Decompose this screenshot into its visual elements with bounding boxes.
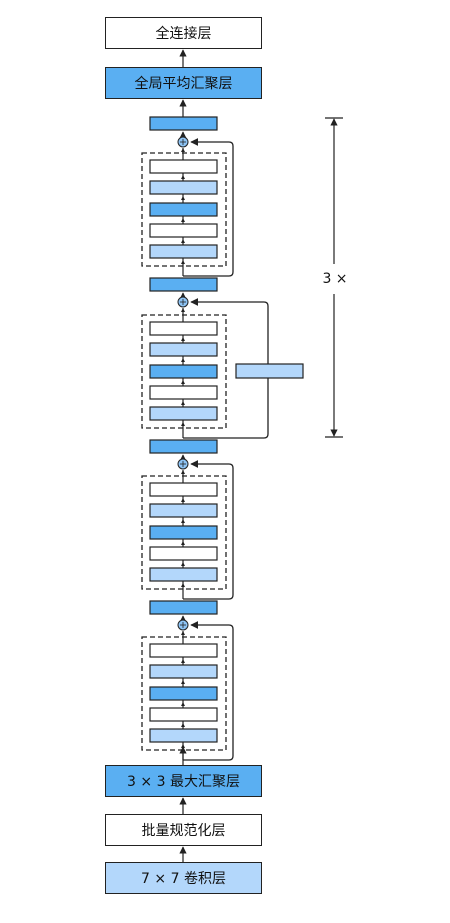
inner-arrowhead xyxy=(181,337,185,341)
block-layer xyxy=(149,728,218,743)
global-avg-pool-layer: 全局平均汇聚层 xyxy=(105,67,262,99)
transition-bar xyxy=(149,439,218,454)
transition-bar xyxy=(149,277,218,292)
inner-arrowhead xyxy=(181,631,185,635)
block-layer xyxy=(149,482,218,497)
projection-conv-1x1 xyxy=(235,363,304,379)
transition-bar xyxy=(149,600,218,615)
inner-arrowhead xyxy=(181,498,185,502)
inner-arrowhead xyxy=(181,541,185,545)
inner-arrowhead xyxy=(181,308,185,312)
inner-arrowhead xyxy=(181,422,185,426)
block-layer xyxy=(149,664,218,679)
max-pool-layer: 3 × 3 最大汇聚层 xyxy=(105,765,262,797)
inner-arrowhead xyxy=(181,260,185,264)
inner-arrowhead xyxy=(181,519,185,523)
inner-arrowhead xyxy=(181,744,185,748)
transition-bar xyxy=(149,116,218,131)
conv-layer: 7 × 7 卷积层 xyxy=(105,862,262,894)
repeat-bracket xyxy=(325,117,343,438)
skip-connection xyxy=(183,621,234,761)
block-layer xyxy=(149,385,218,400)
inner-arrowhead xyxy=(181,175,185,179)
inner-arrowhead xyxy=(181,723,185,727)
residual-block-frame xyxy=(141,314,227,429)
inner-arrowhead xyxy=(181,470,185,474)
block-layer xyxy=(149,342,218,357)
residual-block-frame xyxy=(141,636,227,751)
inner-arrowhead xyxy=(181,358,185,362)
block-layer xyxy=(149,525,218,540)
residual-blocks xyxy=(141,136,304,751)
block-layer xyxy=(149,707,218,722)
transition-bars xyxy=(149,116,218,615)
residual-block-frame xyxy=(141,152,227,267)
inner-arrowhead xyxy=(181,680,185,684)
repeat-count-label: 3 × xyxy=(318,268,352,290)
block-layer xyxy=(149,321,218,336)
block-layer xyxy=(149,223,218,238)
block-layer xyxy=(149,643,218,658)
block-layer xyxy=(149,180,218,195)
fully-connected-layer: 全连接层 xyxy=(105,17,262,49)
block-layer xyxy=(149,546,218,561)
block-layer xyxy=(149,159,218,174)
block-layer xyxy=(149,364,218,379)
inner-arrowhead xyxy=(181,702,185,706)
skip-connection xyxy=(183,138,234,277)
block-layer xyxy=(149,567,218,582)
inner-arrowhead xyxy=(181,583,185,587)
inner-arrowhead xyxy=(181,659,185,663)
block-layer xyxy=(149,244,218,259)
batch-norm-layer: 批量规范化层 xyxy=(105,814,262,846)
inner-arrowhead xyxy=(181,562,185,566)
inner-arrowhead xyxy=(181,239,185,243)
inner-arrowhead xyxy=(181,380,185,384)
inner-arrowhead xyxy=(181,218,185,222)
inner-arrowhead xyxy=(181,196,185,200)
inner-arrowhead xyxy=(181,148,185,152)
skip-connection xyxy=(183,460,234,600)
residual-block-frame xyxy=(141,475,227,590)
block-layer xyxy=(149,503,218,518)
block-layer xyxy=(149,686,218,701)
block-layer xyxy=(149,202,218,217)
block-layer xyxy=(149,406,218,421)
inner-arrowhead xyxy=(181,401,185,405)
